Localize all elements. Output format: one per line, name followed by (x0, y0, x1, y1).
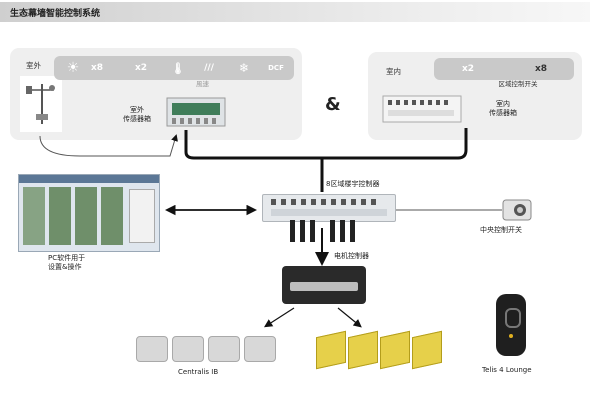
centralis-switch-3 (208, 336, 240, 362)
outdoor-icon-strip: ☀ x8 x2 🌡 /// ❄ DCF (54, 56, 294, 80)
pc-software-screenshot (18, 174, 160, 252)
sun-icon: ☀ (66, 60, 80, 76)
motor-to-switches-arrow (263, 307, 295, 328)
sun-count: x8 (90, 63, 104, 73)
indoor-icon-strip: x2 x8 (434, 58, 574, 80)
indoor-label: 室内 (386, 67, 401, 76)
outdoor-sensor-box-icon (166, 97, 226, 127)
outdoor-bus-line (184, 130, 322, 160)
page-title: 生态幕墙智能控制系统 (10, 9, 101, 19)
thermometer-icon: 🌡 (171, 61, 185, 75)
controller-output-cables (290, 220, 355, 242)
motor-controller-label: 电机控制器 (334, 252, 369, 260)
pc-software-label: PC软件用于 设置&操作 (48, 254, 86, 271)
window-icon: x2 (134, 63, 148, 73)
outdoor-panel: 室外 ☀ x8 x2 🌡 /// ❄ DCF 風速 室外 传感器箱 (10, 48, 302, 140)
central-switch-label: 中央控制开关 (480, 226, 522, 234)
central-switch-icon (502, 199, 532, 221)
dcf-clock-icon: DCF (268, 64, 284, 72)
window-icon: x2 (461, 64, 475, 74)
motor-controller (282, 266, 366, 304)
zone-controller-8 (262, 194, 396, 222)
indoor-sensor-box-label: 室内 传感器箱 (489, 100, 517, 117)
ampersand: & (325, 94, 341, 115)
rain-icon: /// (204, 63, 214, 73)
blind-2 (348, 330, 378, 370)
telis-remote (496, 294, 526, 356)
weather-station-icon (20, 76, 62, 132)
indoor-sensor-box-icon (382, 95, 462, 123)
wind-caption: 風速 (196, 80, 209, 88)
blind-3 (380, 330, 410, 370)
title-bar (0, 2, 590, 22)
blind-4 (412, 330, 442, 370)
motor-to-blinds-arrow (337, 307, 362, 328)
centralis-label: Centralis IB (178, 368, 219, 376)
centralis-switch-4 (244, 336, 276, 362)
centralis-switch-2 (172, 336, 204, 362)
snow-icon: ❄ (238, 61, 250, 75)
telis-label: Telis 4 Lounge (482, 366, 532, 374)
centralis-switch-1 (136, 336, 168, 362)
outdoor-sensor-box-label: 室外 传感器箱 (123, 106, 151, 123)
outdoor-label: 室外 (26, 61, 41, 70)
station-to-sensor-cable (39, 134, 178, 157)
zone-switch-icon: x8 (534, 64, 548, 74)
indoor-panel: 室内 x2 x8 区域控制开关 室内 传感器箱 (368, 52, 582, 140)
indoor-bus-line (322, 128, 468, 160)
blind-1 (316, 330, 346, 370)
controller-label: 8区域楼宇控制器 (326, 180, 380, 188)
zone-switch-label: 区域控制开关 (498, 80, 538, 88)
